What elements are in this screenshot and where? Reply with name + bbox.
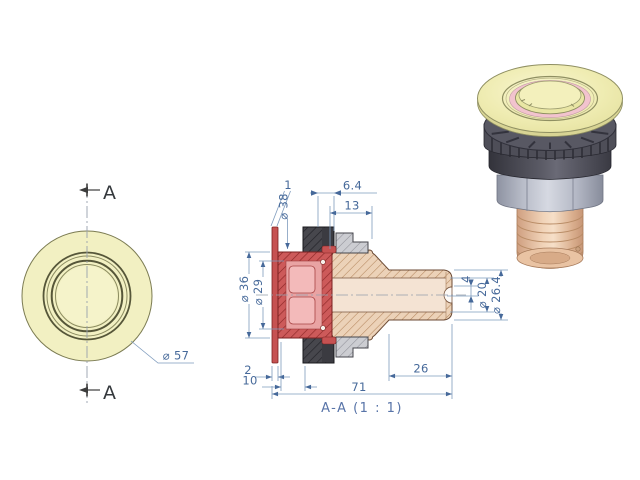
iso-view [477,64,623,269]
flange-groove-inner [505,77,595,120]
dim-dia-29: ⌀ 29 [251,279,265,305]
dark-body-spokes [491,130,609,149]
section-letter-bottom: A [103,382,116,404]
red-lip-bottom [321,336,337,345]
plug-top [518,80,582,110]
dim-dia-20: ⌀ 20 [475,282,489,308]
red-panel-lower [288,296,316,325]
iso-hose-barb [516,204,584,269]
dim-10: 10 [242,374,257,388]
iso-flange [477,64,623,137]
section-view: 1 ⌀ 38 6.4 13 ⌀ 36 ⌀ 29 [237,178,508,416]
dim-26: 26 [413,362,428,376]
red-lip-top [321,245,337,254]
dim-71: 71 [351,380,366,394]
iso-hex-nut [496,174,604,213]
dims-left: ⌀ 36 ⌀ 29 [237,251,284,339]
plug-rim-ticks [520,99,575,107]
section-arrow-top [79,186,88,194]
dim-flange-thickness: 1 [284,178,292,192]
flange-groove-outer [501,75,599,122]
seal-ball-bottom [320,325,326,331]
dim-13: 13 [344,199,359,213]
dia57-label: ⌀ 57 [163,349,189,363]
bore-interior [332,278,446,312]
barb-end-bore [529,251,571,265]
end-notch [443,286,453,304]
dims-right: ⌀ 26.4 ⌀ 20 4 [447,269,508,321]
barb-pin [575,246,581,252]
dims-bottom: 2 10 26 71 [242,324,453,399]
front-view: A A ⌀ 57 [21,182,194,405]
section-view-title: A-A (1 : 1) [321,401,403,416]
dim-4: 4 [459,275,473,283]
dim-2: 2 [244,363,252,377]
section-letter-top: A [103,182,116,204]
dim-dia-38: ⌀ 38 [277,193,291,219]
light-nut-section [335,232,369,358]
dim-dia-36: ⌀ 36 [237,276,251,302]
section-cut-mark-top [79,183,100,197]
red-panel-upper [288,265,316,294]
dims-top: 1 ⌀ 38 6.4 13 [270,178,377,250]
section-arrow-bottom [79,386,88,394]
dim-6-4: 6.4 [343,179,362,193]
dia57-leader-line [130,340,194,364]
seal-ball-top [320,259,326,265]
section-cut-mark-bottom [79,383,100,397]
dim-dia-26-4: ⌀ 26.4 [489,276,503,314]
